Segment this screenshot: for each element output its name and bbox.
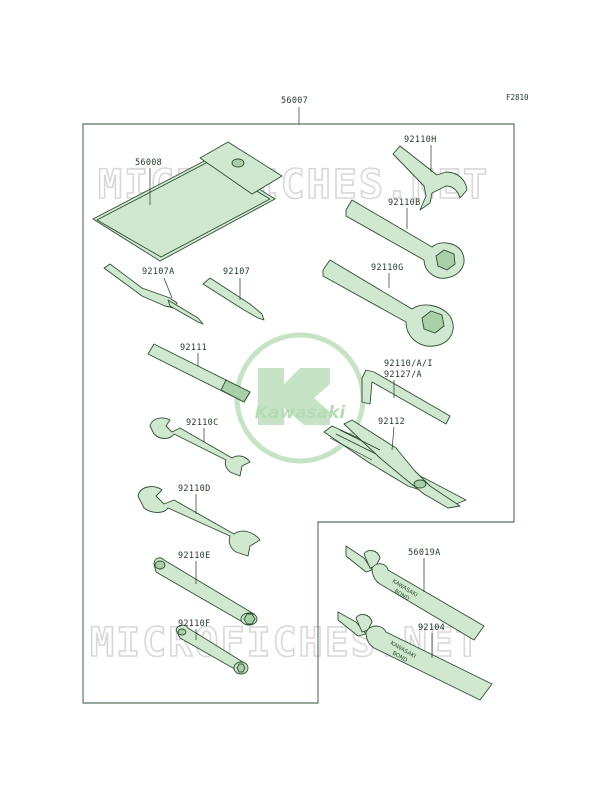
figure-reference: F2810 bbox=[506, 93, 529, 102]
screwdriver-bit-92107[interactable] bbox=[202, 277, 265, 321]
label-92110G: 92110G bbox=[371, 263, 404, 273]
box-wrench-92110F[interactable] bbox=[175, 624, 249, 675]
bond-tube-92104[interactable]: KAWASAKI BOND bbox=[337, 611, 493, 701]
toolkit-frame bbox=[82, 123, 515, 704]
label-92110D: 92110D bbox=[178, 484, 211, 494]
assembly-number: 56007 bbox=[281, 96, 308, 106]
hex-key-92110AI[interactable] bbox=[361, 369, 451, 425]
label-92111: 92111 bbox=[180, 343, 207, 353]
label-92110F: 92110F bbox=[178, 619, 211, 629]
tool-pouch-56008[interactable] bbox=[92, 141, 283, 262]
label-92110B: 92110B bbox=[388, 198, 421, 208]
label-92110C: 92110C bbox=[186, 418, 219, 428]
label-56008: 56008 bbox=[135, 158, 162, 168]
label-92110AI: 92110/A/I bbox=[384, 359, 433, 369]
label-92107A: 92107A bbox=[142, 267, 175, 277]
ring-spanner-92110G[interactable] bbox=[322, 259, 454, 347]
label-92110E: 92110E bbox=[178, 551, 211, 561]
box-wrench-92110E[interactable] bbox=[153, 557, 258, 626]
hook-wrench-92110H[interactable] bbox=[392, 145, 468, 211]
screwdriver-92107A[interactable] bbox=[103, 263, 204, 325]
open-wrench-92110C[interactable] bbox=[149, 417, 251, 477]
label-92112: 92112 bbox=[378, 417, 405, 427]
open-wrench-92110D[interactable] bbox=[137, 486, 261, 557]
label-56019A: 56019A bbox=[408, 548, 441, 558]
extension-bar-92111[interactable] bbox=[147, 343, 251, 403]
kawasaki-logo-text: Kawasaki bbox=[255, 403, 347, 423]
label-92104: 92104 bbox=[418, 623, 445, 633]
ring-spanner-92110B[interactable] bbox=[345, 199, 465, 279]
pliers-92112[interactable] bbox=[323, 419, 467, 509]
label-92107: 92107 bbox=[223, 267, 250, 277]
label-92110H: 92110H bbox=[404, 135, 437, 145]
label-92127A: 92127/A bbox=[384, 370, 422, 380]
